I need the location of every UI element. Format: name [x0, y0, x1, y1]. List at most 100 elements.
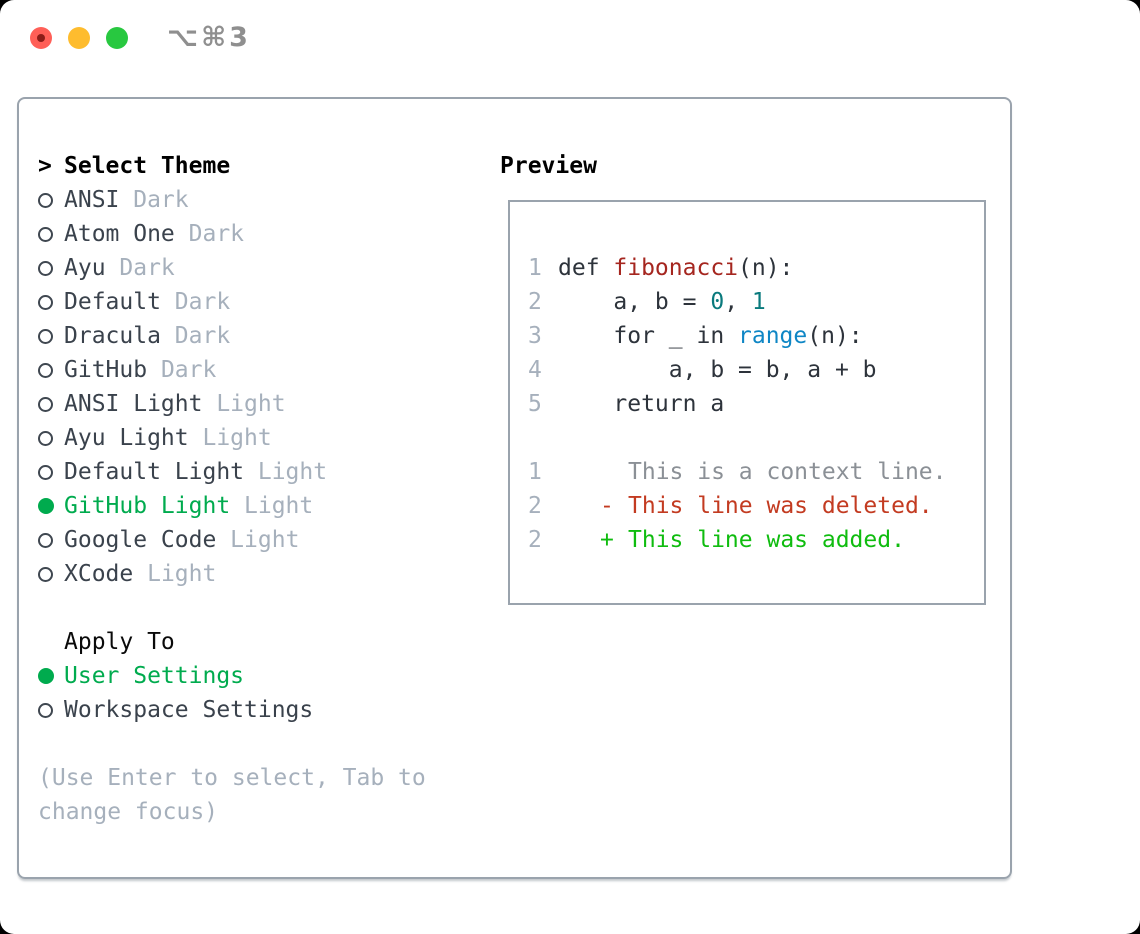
code-token: return a: [558, 391, 725, 417]
theme-option-default-light[interactable]: Default Light Light: [38, 455, 478, 489]
theme-name: Ayu Light: [64, 425, 189, 451]
code-line: 5 return a: [528, 387, 984, 421]
diff-context-line: 1 This is a context line.: [528, 455, 984, 489]
titlebar: ⌥⌘3: [0, 0, 1140, 78]
apply-to-heading: Apply To: [64, 629, 175, 655]
diff-deleted-line: 2 -This line was deleted.: [528, 489, 984, 523]
line-number: 5: [528, 391, 542, 417]
code-token: a, b =: [558, 289, 711, 315]
radio-selected-icon: [38, 498, 54, 514]
preview-heading: Preview: [500, 153, 597, 179]
line-number: 2: [528, 289, 542, 315]
theme-name: ANSI Light: [64, 391, 203, 417]
theme-name: Atom One: [64, 221, 175, 247]
theme-variant: Light: [133, 561, 217, 587]
line-number: 2: [528, 527, 542, 553]
code-token: 1: [751, 289, 766, 315]
theme-list: > Select Theme ANSI Dark Atom One Dark A…: [38, 149, 478, 829]
theme-variant: Light: [244, 459, 328, 485]
diff-text: This line was deleted.: [628, 493, 933, 519]
theme-name: Dracula: [64, 323, 161, 349]
code-line: 1 def fibonacci(n):: [528, 251, 984, 285]
theme-variant: Dark: [160, 323, 231, 349]
theme-option-github-light[interactable]: GitHub Light Light: [38, 489, 478, 523]
theme-name: Google Code: [64, 527, 217, 553]
diff-text: This is a context line.: [628, 459, 947, 485]
theme-option-default-dark[interactable]: Default Dark: [38, 285, 478, 319]
theme-option-ansi-light[interactable]: ANSI Light Light: [38, 387, 478, 421]
radio-icon: [38, 464, 53, 480]
diff-text: This line was added.: [628, 527, 905, 553]
diff-minus-icon: -: [600, 493, 614, 519]
line-number: 2: [528, 493, 542, 519]
select-theme-header: > Select Theme: [38, 149, 478, 183]
theme-option-google-code-light[interactable]: Google Code Light: [38, 523, 478, 557]
code-line: 4 a, b = b, a + b: [528, 353, 984, 387]
theme-option-ayu-dark[interactable]: Ayu Dark: [38, 251, 478, 285]
radio-icon: [38, 430, 53, 446]
cursor-icon: >: [38, 153, 52, 179]
radio-icon: [38, 192, 53, 208]
keyboard-hint: (Use Enter to select, Tab to change focu…: [38, 765, 426, 825]
radio-icon: [38, 566, 53, 582]
theme-variant: Dark: [160, 289, 231, 315]
window-title: ⌥⌘3: [167, 22, 251, 53]
theme-picker-panel: > Select Theme ANSI Dark Atom One Dark A…: [17, 97, 1012, 879]
apply-option-workspace-settings[interactable]: Workspace Settings: [38, 693, 478, 727]
theme-name: Default: [64, 289, 161, 315]
apply-option-user-settings[interactable]: User Settings: [38, 659, 478, 693]
code-token: def: [558, 255, 614, 281]
theme-name: GitHub Light: [64, 493, 231, 519]
traffic-light-zoom-button[interactable]: [106, 27, 128, 49]
theme-option-ansi-dark[interactable]: ANSI Dark: [38, 183, 478, 217]
theme-variant: Dark: [105, 255, 175, 281]
apply-to-header: Apply To: [38, 625, 478, 659]
line-number: 3: [528, 323, 542, 349]
radio-icon: [38, 226, 53, 242]
radio-icon: [38, 294, 53, 310]
radio-icon: [38, 260, 53, 276]
code-token: fibonacci: [613, 255, 739, 281]
radio-selected-icon: [38, 668, 54, 684]
radio-icon: [38, 532, 53, 548]
select-theme-heading: Select Theme: [64, 153, 231, 179]
theme-variant: Light: [202, 391, 286, 417]
code-line: 3 for _ in range(n):: [528, 319, 984, 353]
theme-variant: Light: [216, 527, 300, 553]
traffic-light-minimize-button[interactable]: [68, 27, 90, 49]
apply-option-label: Workspace Settings: [64, 697, 314, 723]
theme-variant: Dark: [147, 357, 217, 383]
code-token: ,: [724, 289, 752, 315]
theme-option-atom-one-dark[interactable]: Atom One Dark: [38, 217, 478, 251]
code-token: range: [738, 323, 808, 349]
theme-variant: Light: [188, 425, 272, 451]
theme-name: Ayu: [64, 255, 106, 281]
theme-option-github-dark[interactable]: GitHub Dark: [38, 353, 478, 387]
line-number: 1: [528, 459, 542, 485]
code-token: (n):: [738, 255, 794, 281]
close-dot-icon: [37, 34, 45, 42]
theme-variant: Dark: [174, 221, 245, 247]
radio-icon: [38, 702, 53, 718]
code-token: a, b = b, a + b: [558, 357, 877, 383]
theme-name: GitHub: [64, 357, 148, 383]
theme-option-xcode-light[interactable]: XCode Light: [38, 557, 478, 591]
code-token: for _ in: [558, 323, 739, 349]
radio-icon: [38, 328, 53, 344]
traffic-light-close-button[interactable]: [30, 27, 52, 49]
theme-variant: Light: [230, 493, 314, 519]
line-number: 1: [528, 255, 542, 281]
radio-icon: [38, 396, 53, 412]
code-token: (n):: [807, 323, 863, 349]
theme-name: ANSI: [64, 187, 120, 213]
code-line: 2 a, b = 0, 1: [528, 285, 984, 319]
code-token: 0: [710, 289, 725, 315]
theme-name: XCode: [64, 561, 134, 587]
radio-icon: [38, 362, 53, 378]
theme-option-ayu-light[interactable]: Ayu Light Light: [38, 421, 478, 455]
theme-name: Default Light: [64, 459, 245, 485]
theme-option-dracula-dark[interactable]: Dracula Dark: [38, 319, 478, 353]
theme-variant: Dark: [119, 187, 189, 213]
